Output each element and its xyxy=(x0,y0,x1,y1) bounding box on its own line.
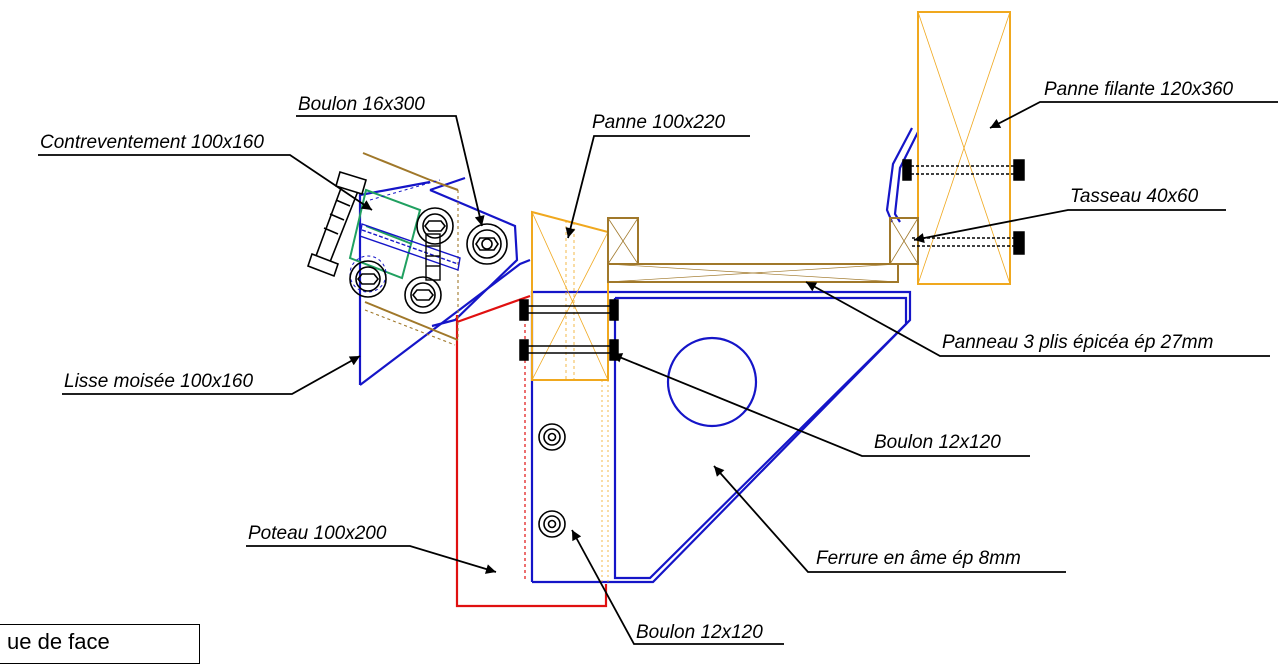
bracing-bolt-2 xyxy=(425,233,441,281)
contreventement xyxy=(348,188,422,280)
leader-tasseau xyxy=(913,209,1226,243)
label-poteau: Poteau 100x200 xyxy=(248,523,387,544)
leader-boulon-16x300 xyxy=(296,115,485,227)
label-ferrure: Ferrure en âme ép 8mm xyxy=(816,548,1021,569)
lisse-moisee xyxy=(362,152,459,341)
panne-100x220 xyxy=(531,210,609,381)
leader-ferrure xyxy=(713,465,1066,573)
panne-below-hidden xyxy=(601,380,609,582)
label-panne-filante: Panne filante 120x360 xyxy=(1044,79,1234,100)
label-boulon-12x120-right: Boulon 12x120 xyxy=(874,432,1001,453)
bolt-panne-filante-lower xyxy=(912,231,1025,255)
bolt-head-2 xyxy=(416,207,454,245)
panneau-3-plis xyxy=(607,217,899,283)
label-panneau-3-plis: Panneau 3 plis épicéa ép 27mm xyxy=(942,332,1213,353)
bolt-post-lower xyxy=(538,510,566,538)
leader-panne-100x220 xyxy=(565,135,750,239)
leader-lisse-moisee xyxy=(62,355,361,395)
leader-boulon-12x120-bottom xyxy=(571,529,784,645)
poteau-post xyxy=(455,294,608,608)
plate-hole xyxy=(666,336,758,428)
title-block: ue de face xyxy=(0,624,200,664)
bolt-12x120-lower xyxy=(519,339,619,361)
bolt-head-4 xyxy=(404,276,442,314)
bolt-head-3 xyxy=(349,260,387,298)
leader-panne-filante xyxy=(989,101,1278,129)
label-lisse-moisee: Lisse moisée 100x160 xyxy=(64,371,253,392)
leader-contreventement xyxy=(38,154,373,211)
leader-panneau-3-plis xyxy=(805,281,1270,357)
leader-boulon-12x120-right xyxy=(611,353,1030,457)
bracing-bolt-shank xyxy=(306,170,367,278)
label-boulon-12x120-bottom: Boulon 12x120 xyxy=(636,622,763,643)
bolt-panne-filante-upper xyxy=(902,159,1025,181)
label-panne-100x220: Panne 100x220 xyxy=(592,112,726,133)
bolt-12x120-upper xyxy=(519,299,619,321)
view-name: ue de face xyxy=(7,629,110,654)
ferrure-plate xyxy=(358,127,919,584)
panne-filante xyxy=(917,11,1011,285)
tasseau xyxy=(889,217,919,265)
leader-poteau xyxy=(246,545,497,574)
label-boulon-16x300: Boulon 16x300 xyxy=(298,94,425,115)
label-contreventement: Contreventement 100x160 xyxy=(40,132,264,153)
label-tasseau: Tasseau 40x60 xyxy=(1070,186,1199,207)
bolt-16x300-head xyxy=(466,223,508,265)
bolt-post-upper xyxy=(538,423,566,451)
lisse-hidden xyxy=(364,190,459,346)
